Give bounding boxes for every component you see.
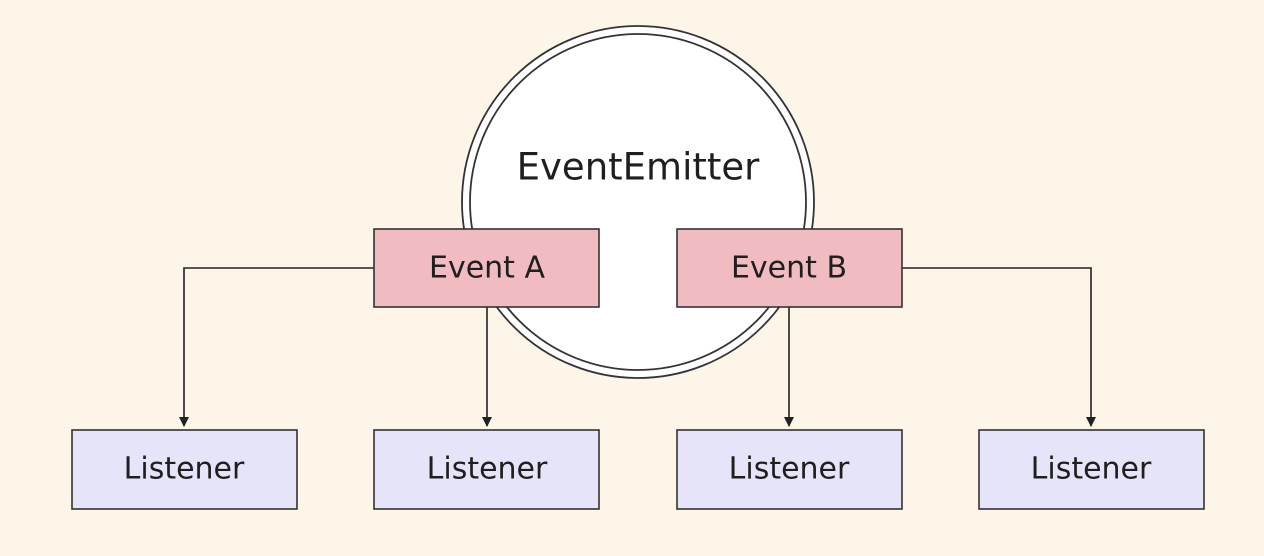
listener-node-3: Listener: [676, 429, 903, 510]
event-node-b: Event B: [676, 228, 903, 308]
listener-box: [373, 429, 600, 510]
listener-box: [676, 429, 903, 510]
listener-box: [978, 429, 1205, 510]
listener-label: Listener: [729, 452, 850, 487]
connectors: [179, 267, 1096, 427]
listener-node-1: Listener: [71, 429, 298, 510]
listener-label: Listener: [1031, 452, 1152, 487]
listener-box: [71, 429, 298, 510]
emitter-node: EventEmitter: [461, 25, 815, 379]
listener-node-2: Listener: [373, 429, 600, 510]
connector-event-a-listener-1: [179, 267, 374, 427]
listener-label: Listener: [124, 452, 245, 487]
listener-label: Listener: [427, 452, 548, 487]
connector-event-b-listener-4: [902, 267, 1096, 427]
emitter-label: EventEmitter: [517, 146, 760, 189]
event-box: [373, 228, 600, 308]
listener-node-4: Listener: [978, 429, 1205, 510]
event-node-a: Event A: [373, 228, 600, 308]
event-label: Event A: [429, 251, 545, 286]
emitter-circle-inner: [469, 33, 807, 371]
event-label: Event B: [731, 251, 847, 286]
event-box: [676, 228, 903, 308]
